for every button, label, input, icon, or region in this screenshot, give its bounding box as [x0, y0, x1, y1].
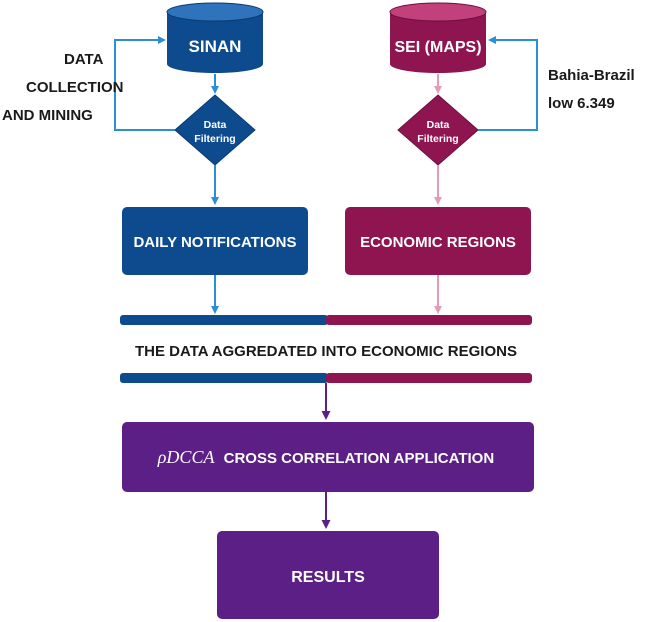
svg-text:low 6.349: low 6.349 [548, 95, 615, 112]
left-side-label: DATA COLLECTION AND MINING [2, 51, 124, 124]
left-filter-line2: Filtering [194, 133, 235, 145]
results-label: RESULTS [291, 569, 365, 586]
right-side-label: Bahia-Brazil low 6.349 [548, 67, 635, 112]
svg-text:ρDCCA CROSS CORRELATION: ρDCCA CROSS CORRELATION APPLICATION [157, 447, 494, 467]
cross-correlation-label: CROSS CORRELATION APPLICATION [224, 450, 495, 467]
svg-text:COLLECTION: COLLECTION [26, 79, 124, 96]
left-feedback-loop [114, 36, 175, 131]
daily-notifications-box: DAILY NOTIFICATIONS [122, 207, 308, 275]
sei-label: SEI (MAPS) [394, 39, 481, 56]
left-filter-line1: Data [204, 119, 227, 131]
right-data-filtering-diamond: Data Filtering [397, 94, 479, 166]
sei-database: SEI (MAPS) [389, 2, 487, 73]
right-feedback-loop [478, 36, 538, 131]
rho-dcca-symbol: ρDCCA [157, 447, 216, 467]
results-box: RESULTS [217, 531, 439, 619]
svg-text:DATA: DATA [64, 51, 104, 68]
aggregation-label: THE DATA AGGREDATED INTO ECONOMIC REGION… [135, 343, 517, 360]
economic-regions-label: ECONOMIC REGIONS [360, 234, 516, 251]
economic-regions-box: ECONOMIC REGIONS [345, 207, 531, 275]
right-filter-line1: Data [427, 119, 450, 131]
daily-notifications-label: DAILY NOTIFICATIONS [133, 234, 296, 251]
cross-correlation-box: ρDCCA CROSS CORRELATION APPLICATION [122, 422, 534, 492]
sinan-label: SINAN [189, 37, 242, 56]
aggregation-banner: THE DATA AGGREDATED INTO ECONOMIC REGION… [120, 315, 532, 383]
right-filter-line2: Filtering [417, 133, 458, 145]
svg-text:AND MINING: AND MINING [2, 107, 93, 124]
svg-text:Bahia-Brazil: Bahia-Brazil [548, 67, 635, 84]
left-data-filtering-diamond: Data Filtering [174, 94, 256, 166]
sinan-database: SINAN [166, 2, 264, 73]
